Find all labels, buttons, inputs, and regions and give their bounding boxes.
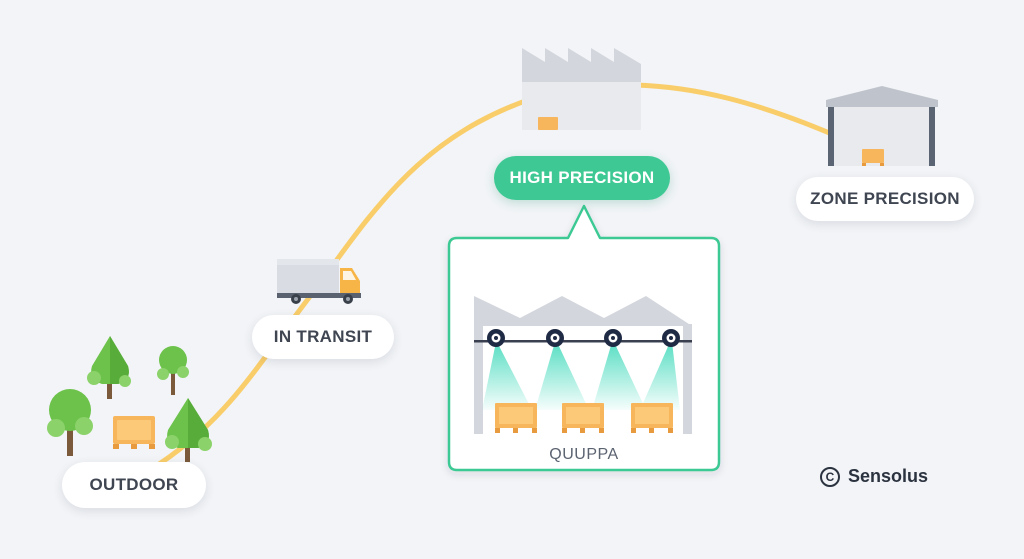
pallet-icon: [538, 117, 558, 130]
locator-icon: [662, 329, 680, 347]
outdoor-label: OUTDOOR: [62, 462, 206, 508]
brand-name: Sensolus: [848, 466, 929, 486]
zone-precision-label: ZONE PRECISION: [796, 177, 974, 221]
locator-icon: [487, 329, 505, 347]
locator-icon: [546, 329, 564, 347]
truck-icon: [277, 259, 361, 304]
factory-icon: [474, 296, 692, 434]
tree-icon: [165, 398, 212, 462]
in-transit-label: IN TRANSIT: [252, 315, 394, 359]
pallet-icon: [631, 403, 673, 433]
tree-icon: [47, 389, 93, 456]
tree-icon: [87, 336, 131, 399]
pallet-icon: [562, 403, 604, 433]
tree-icon: [157, 346, 189, 395]
pallet-icon: [495, 403, 537, 433]
copyright-circle-icon: C: [820, 466, 840, 487]
sensolus-brand: C Sensolus: [820, 466, 928, 487]
pallet-icon: [862, 149, 884, 166]
high-precision-label: HIGH PRECISION: [494, 156, 670, 200]
locator-icon: [604, 329, 622, 347]
locator-beams: [482, 342, 680, 410]
route-path: [147, 82, 883, 473]
quuppa-label: QUUPPA: [549, 446, 618, 463]
pallet-icon: [113, 416, 155, 449]
